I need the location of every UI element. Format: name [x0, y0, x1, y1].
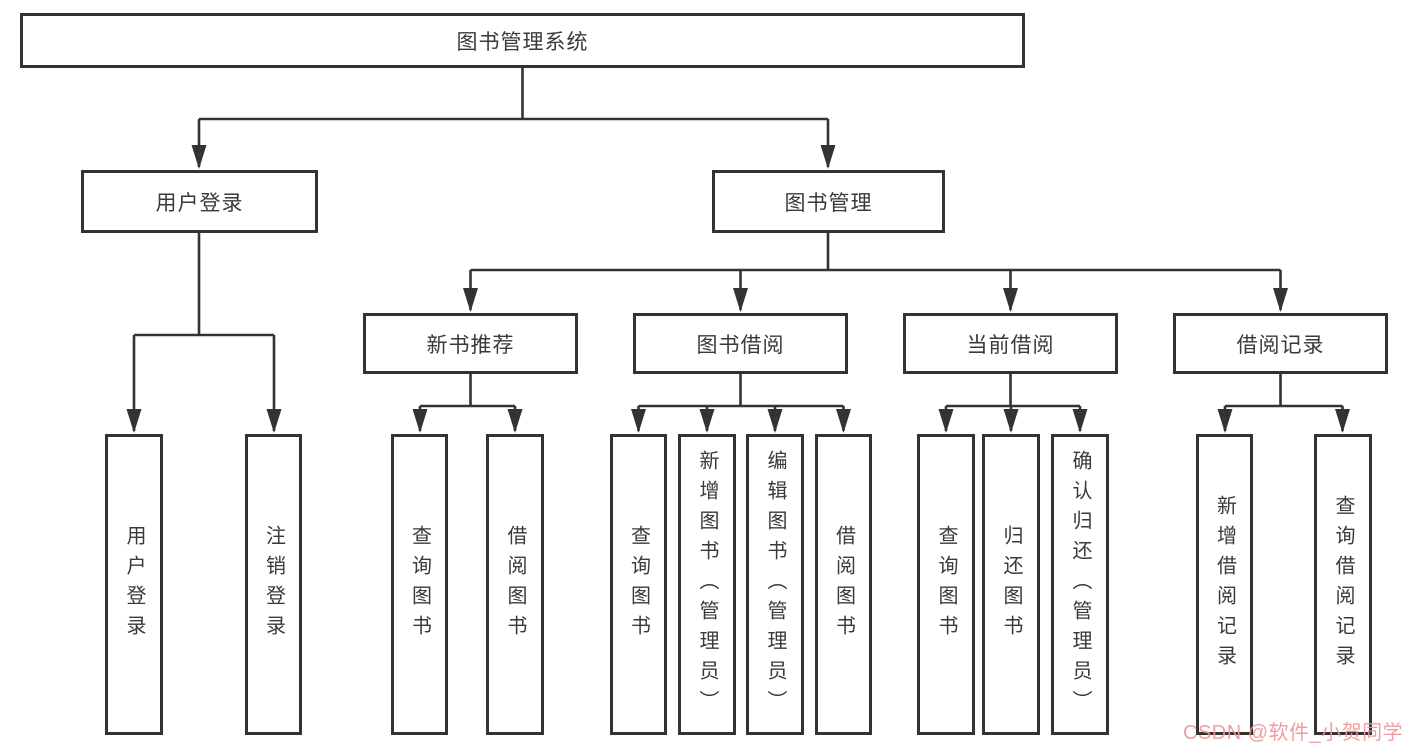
arrowhead [767, 409, 783, 433]
arrowhead [266, 409, 282, 433]
leaf-label: 查询借阅记录 [1332, 494, 1354, 675]
edge-new-book-to-leaves [418, 374, 517, 431]
node-label: 用户登录 [155, 191, 244, 215]
leaf-label: 归还图书 [1000, 524, 1022, 645]
node-label: 借阅记录 [1236, 333, 1325, 357]
edge-borrow-records-to-leaves [1223, 374, 1344, 431]
leaf-label: 借阅图书 [504, 524, 526, 645]
leaf-add-book-admin: 新增图书（管理员） [678, 434, 736, 735]
node-new-book-recommend: 新书推荐 [363, 313, 578, 374]
node-label: 图书管理系统 [456, 30, 589, 54]
node-borrow-records: 借阅记录 [1173, 313, 1388, 374]
leaf-label: 借阅图书 [832, 524, 855, 645]
arrowhead [1273, 288, 1288, 312]
arrowhead [1335, 409, 1350, 433]
arrowhead [126, 409, 142, 433]
arrowhead [1217, 409, 1233, 433]
leaf-label: 查询图书 [935, 524, 957, 645]
edge-user-login-to-leaves [132, 233, 276, 431]
leaf-label: 新增借阅记录 [1213, 494, 1236, 675]
leaf-label: 注销登录 [262, 524, 285, 645]
leaf-borrow-books-borrow: 借阅图书 [815, 434, 872, 735]
arrowhead [631, 409, 646, 433]
leaf-query-borrow-record: 查询借阅记录 [1314, 434, 1372, 735]
arrowhead [820, 145, 836, 169]
leaf-label: 确认归还（管理员） [1069, 449, 1091, 720]
arrowhead [412, 409, 428, 433]
node-label: 图书借阅 [696, 333, 785, 357]
leaf-label: 用户登录 [123, 524, 145, 645]
arrowhead [1003, 288, 1018, 312]
node-book-management: 图书管理 [712, 170, 945, 233]
arrowhead [699, 409, 715, 433]
leaf-label: 新增图书（管理员） [696, 449, 718, 720]
leaf-return-book: 归还图书 [982, 434, 1040, 735]
leaf-confirm-return-admin: 确认归还（管理员） [1051, 434, 1109, 735]
arrowhead [1003, 409, 1019, 433]
arrowhead [1072, 409, 1088, 433]
leaf-label: 查询图书 [408, 524, 431, 645]
leaf-edit-book-admin: 编辑图书（管理员） [746, 434, 804, 735]
arrowhead [191, 145, 207, 169]
leaf-query-books-borrow: 查询图书 [610, 434, 667, 735]
node-book-borrow: 图书借阅 [633, 313, 848, 374]
edge-root-to-branches [197, 68, 830, 167]
arrowhead [938, 409, 954, 433]
edge-book-mgmt-to-modules [469, 233, 1282, 310]
leaf-logout: 注销登录 [245, 434, 302, 735]
node-label: 当前借阅 [966, 333, 1055, 357]
leaf-query-books-recommend: 查询图书 [391, 434, 448, 735]
node-label: 新书推荐 [426, 333, 515, 357]
node-root-system: 图书管理系统 [20, 13, 1025, 68]
node-user-login: 用户登录 [81, 170, 318, 233]
leaf-add-borrow-record: 新增借阅记录 [1196, 434, 1253, 735]
arrowhead [733, 288, 748, 312]
arrowhead [836, 409, 851, 433]
leaf-borrow-books-recommend: 借阅图书 [486, 434, 544, 735]
node-label: 图书管理 [784, 191, 873, 215]
csdn-watermark: CSDN @软件_小贺同学 [1183, 722, 1404, 744]
node-current-borrow: 当前借阅 [903, 313, 1118, 374]
edge-book-borrow-to-leaves [637, 374, 845, 431]
leaf-query-books-current: 查询图书 [917, 434, 975, 735]
arrowhead [463, 288, 478, 312]
leaf-label: 编辑图书（管理员） [764, 449, 786, 720]
leaf-label: 查询图书 [627, 524, 650, 645]
arrowhead [507, 409, 523, 433]
leaf-user-login: 用户登录 [105, 434, 163, 735]
